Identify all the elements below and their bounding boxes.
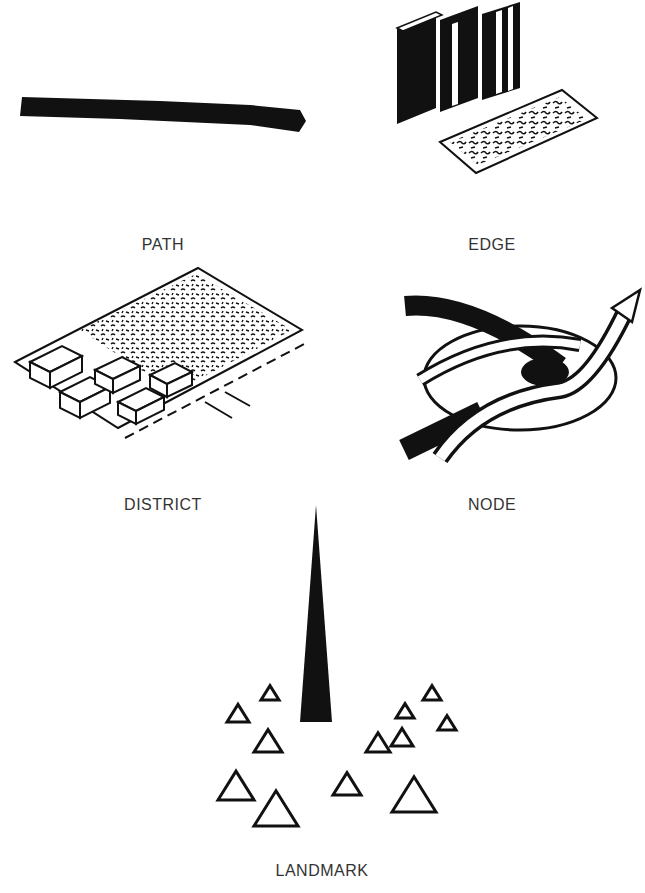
- edge-illustration: [397, 2, 597, 173]
- small-triangle: [254, 730, 282, 752]
- small-triangle: [218, 771, 254, 800]
- small-triangle: [366, 733, 390, 752]
- element-label: LANDMARK: [276, 862, 369, 880]
- small-triangle: [423, 686, 441, 700]
- district-illustration: [15, 268, 308, 438]
- node-illustration: [404, 290, 640, 458]
- small-triangle: [261, 686, 279, 700]
- small-triangle: [396, 704, 414, 718]
- element-label: NODE: [468, 496, 516, 514]
- small-triangle: [333, 773, 361, 795]
- small-triangle: [227, 704, 249, 722]
- landmark-illustration: [218, 505, 456, 826]
- path-illustration: [20, 97, 306, 132]
- small-triangle: [438, 716, 456, 730]
- small-triangle: [392, 777, 436, 812]
- element-label: DISTRICT: [124, 496, 202, 514]
- small-triangle: [254, 791, 298, 826]
- element-label: EDGE: [468, 236, 515, 254]
- small-triangle: [391, 728, 413, 746]
- element-label: PATH: [142, 236, 184, 254]
